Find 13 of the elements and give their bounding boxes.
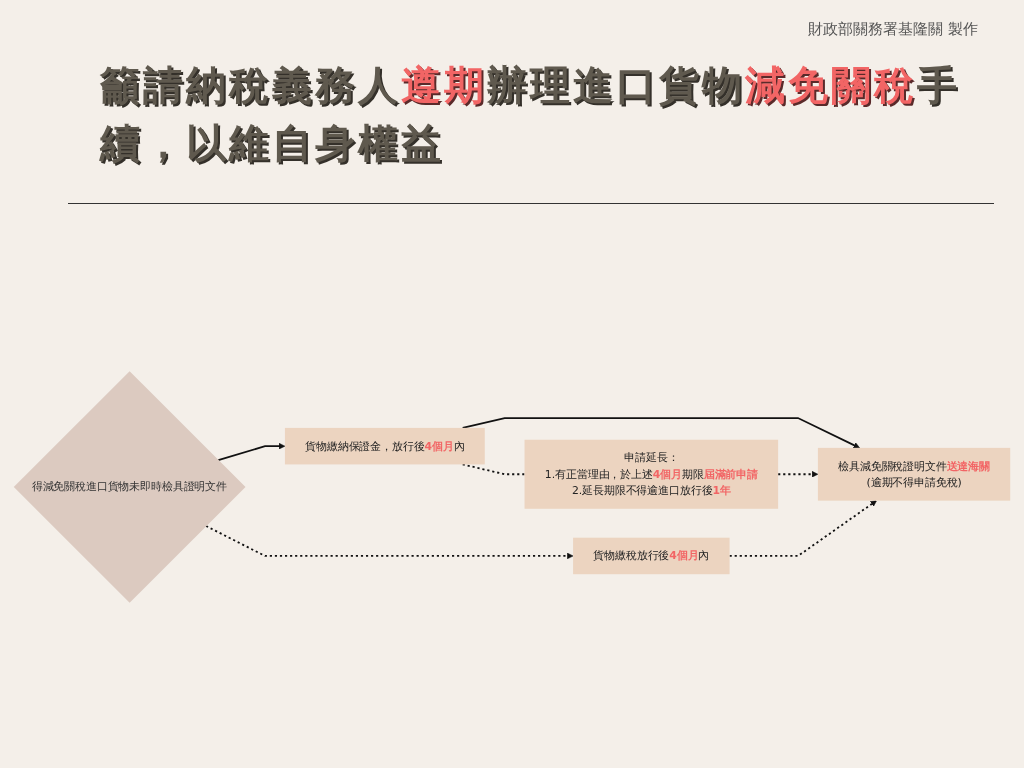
arrow	[777, 471, 819, 478]
arrow	[461, 417, 860, 449]
node-box: 貨物繳納保證金，放行後4個月內	[284, 427, 485, 465]
node-box: 申請延長： 1.有正當理由，於上述4個月期限屆滿前申請 2.延長期限不得逾進口放行後1年	[524, 439, 779, 509]
title: 籲請納稅義務人遵期辦理進口貨物減免關稅手續，以維自身權益	[100, 61, 961, 168]
arrow	[217, 442, 286, 462]
node-diamond: 得減免關稅進口貨物未即時檢具證明文件	[13, 371, 246, 603]
connector	[461, 463, 526, 476]
node-box: 檢具減免關稅證明文件送達海關 (逾期不得申請免稅)	[817, 447, 1011, 501]
node-box: 貨物繳稅放行後4個月內	[573, 537, 730, 575]
credit-text: 財政部關務署基隆關 製作	[808, 20, 978, 39]
arrow	[205, 525, 574, 560]
arrow	[728, 500, 877, 557]
